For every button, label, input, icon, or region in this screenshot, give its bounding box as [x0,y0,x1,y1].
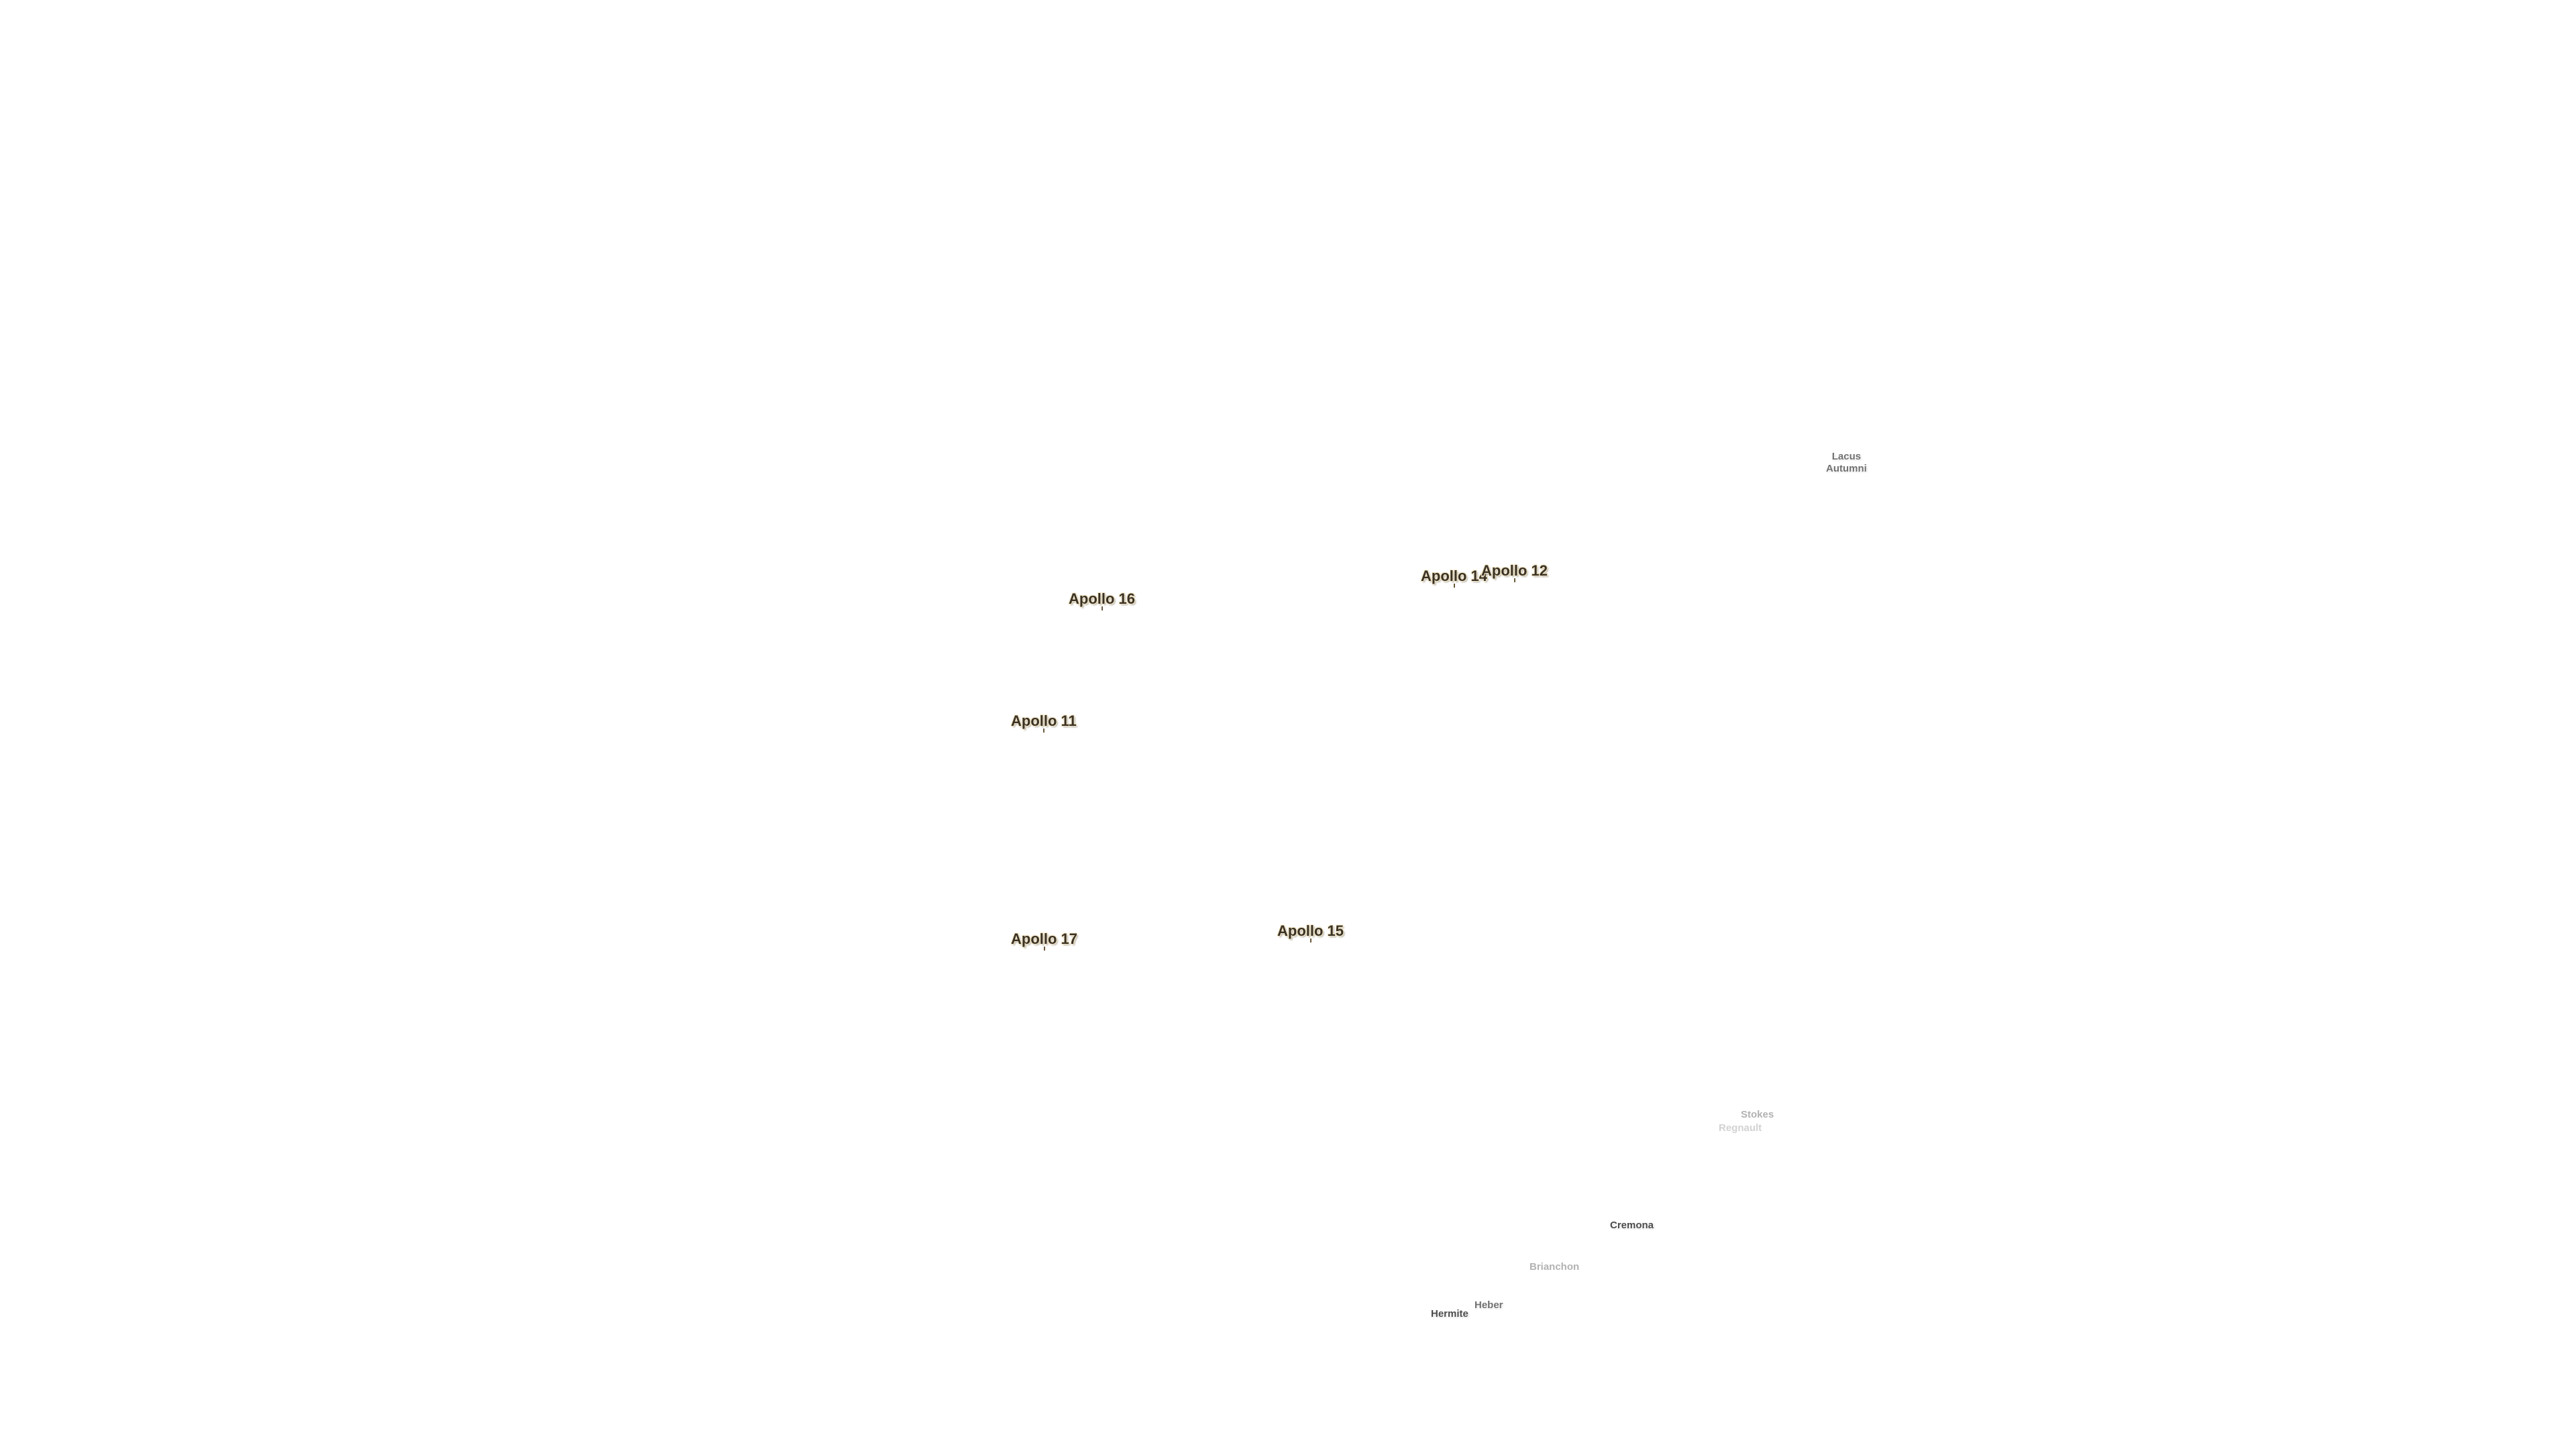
apollo-15-pin-icon [1309,938,1311,943]
apollo-15-marker[interactable]: Apollo 15 [1277,922,1344,943]
apollo-16-pin-icon [1101,606,1103,610]
lacus-autumni-line2: Autumni [1826,463,1867,474]
brianchon-label: Brianchon [1529,1261,1579,1273]
apollo-16-marker[interactable]: Apollo 16 [1069,590,1136,610]
apollo-16-label: Apollo 16 [1069,590,1136,607]
heber-text: Heber [1474,1299,1503,1311]
apollo-17-pin-icon [1043,947,1045,951]
regnault-text: Regnault [1719,1122,1762,1134]
stokes-label: Stokes [1741,1109,1774,1121]
apollo-11-label: Apollo 11 [1011,712,1077,729]
apollo-15-label: Apollo 15 [1277,922,1344,939]
brianchon-text: Brianchon [1529,1261,1580,1273]
apollo-17-marker[interactable]: Apollo 17 [1011,930,1078,951]
hermite-label: Hermite [1431,1308,1468,1320]
lacus-autumni-line1: Lacus [1831,451,1862,462]
cremona-label: Cremona [1610,1220,1654,1232]
stokes-text: Stokes [1741,1109,1774,1120]
hermite-text: Hermite [1431,1308,1468,1320]
apollo-14-pin-icon [1453,584,1455,588]
apollo-11-marker[interactable]: Apollo 11 [1011,712,1077,733]
heber-label: Heber [1474,1299,1503,1311]
apollo-11-pin-icon [1042,729,1044,733]
lacus-autumni-label: Lacus Autumni [1826,451,1867,475]
apollo-14-label: Apollo 14 [1421,568,1488,584]
apollo-12-marker[interactable]: Apollo 12 [1481,562,1548,582]
regnault-label: Regnault [1719,1122,1762,1134]
apollo-14-marker[interactable]: Apollo 14 [1421,568,1488,588]
apollo-17-label: Apollo 17 [1011,930,1078,947]
apollo-12-pin-icon [1513,578,1515,582]
apollo-12-label: Apollo 12 [1481,562,1548,579]
cremona-text: Cremona [1610,1220,1654,1231]
